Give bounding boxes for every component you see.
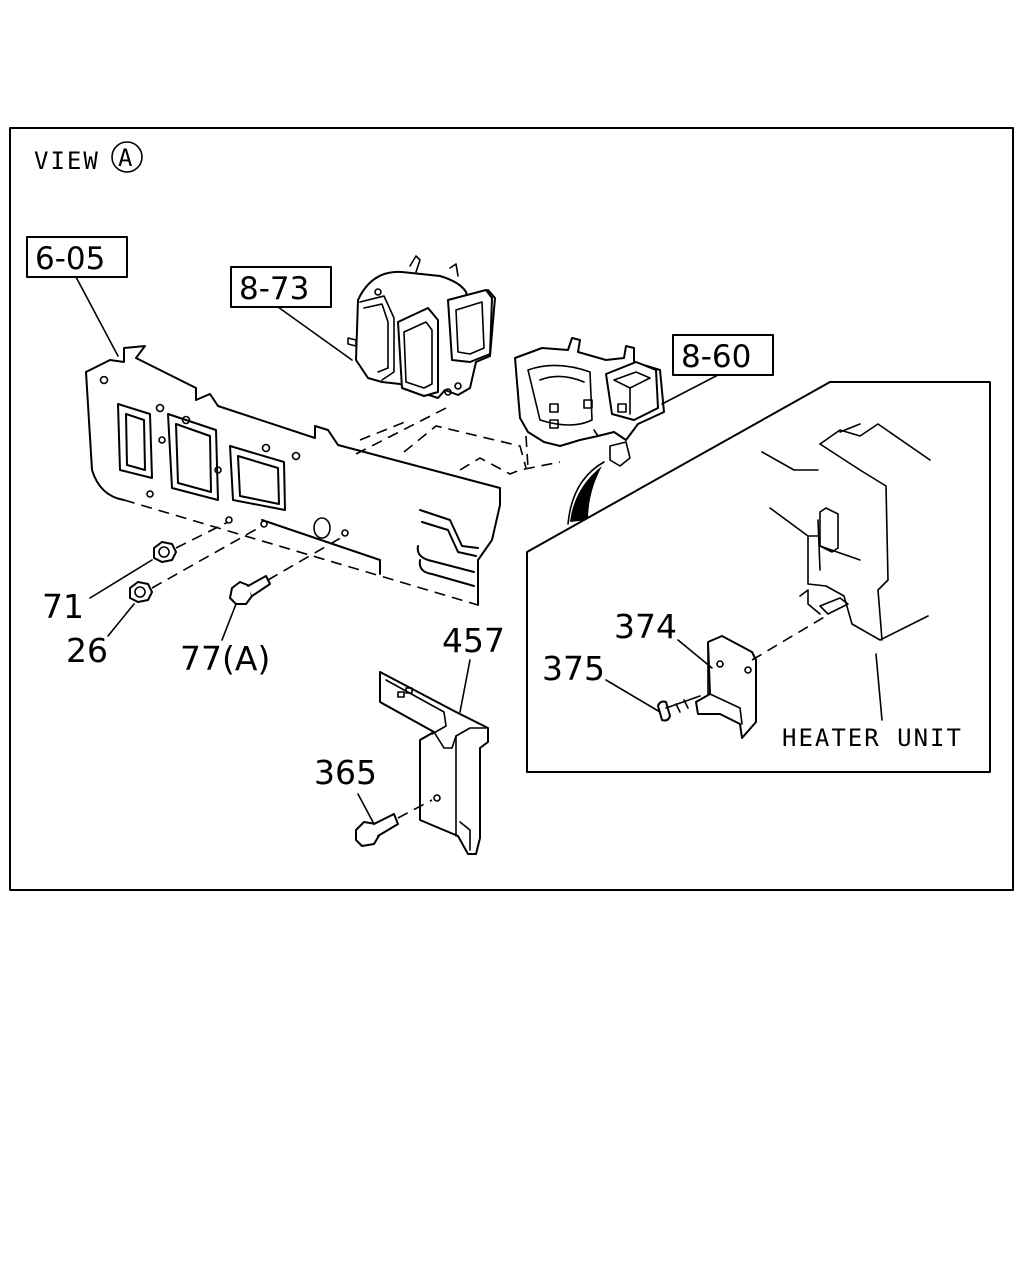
duct-8-60 xyxy=(514,337,665,467)
leader-heater-unit xyxy=(875,653,883,721)
leader-375 xyxy=(605,679,661,713)
view-arrow xyxy=(570,466,602,522)
part-374: 374 xyxy=(614,607,677,646)
part-71: 71 xyxy=(42,587,84,626)
ref-box-8-73 xyxy=(230,266,332,308)
ref-box-6-05 xyxy=(26,236,128,278)
leader-8-73 xyxy=(277,306,353,361)
view-label: VIEW xyxy=(34,147,100,175)
part-457: 457 xyxy=(442,621,505,660)
bolt-77a xyxy=(229,535,345,605)
bracket-457 xyxy=(379,671,489,855)
leader-71 xyxy=(89,559,153,599)
ref-box-8-60 xyxy=(672,334,774,376)
view-letter: A xyxy=(118,144,133,172)
part-375: 375 xyxy=(542,649,605,688)
nut-26 xyxy=(129,525,263,603)
part-26: 26 xyxy=(66,631,108,670)
ref-6-05: 6-05 xyxy=(35,241,105,277)
panel-6-05 xyxy=(85,345,501,606)
part-77a: 77(A) xyxy=(180,639,270,678)
part-365: 365 xyxy=(314,753,377,792)
leader-365 xyxy=(357,793,375,825)
heater-unit-label: HEATER UNIT xyxy=(782,724,963,752)
view-letter-circle: A xyxy=(111,141,143,173)
leader-77a xyxy=(221,603,237,641)
leader-6-05 xyxy=(75,276,119,357)
ref-8-73: 8-73 xyxy=(239,271,309,307)
leader-457 xyxy=(459,659,471,713)
ref-8-60: 8-60 xyxy=(681,339,751,375)
detail-inset xyxy=(526,381,991,773)
nut-71 xyxy=(153,521,229,563)
duct-8-73 xyxy=(347,255,496,399)
leader-8-60 xyxy=(661,374,719,405)
leader-374 xyxy=(677,639,713,669)
diagram-frame xyxy=(9,127,1014,891)
leader-26 xyxy=(107,603,135,637)
bolt-365 xyxy=(355,799,433,847)
